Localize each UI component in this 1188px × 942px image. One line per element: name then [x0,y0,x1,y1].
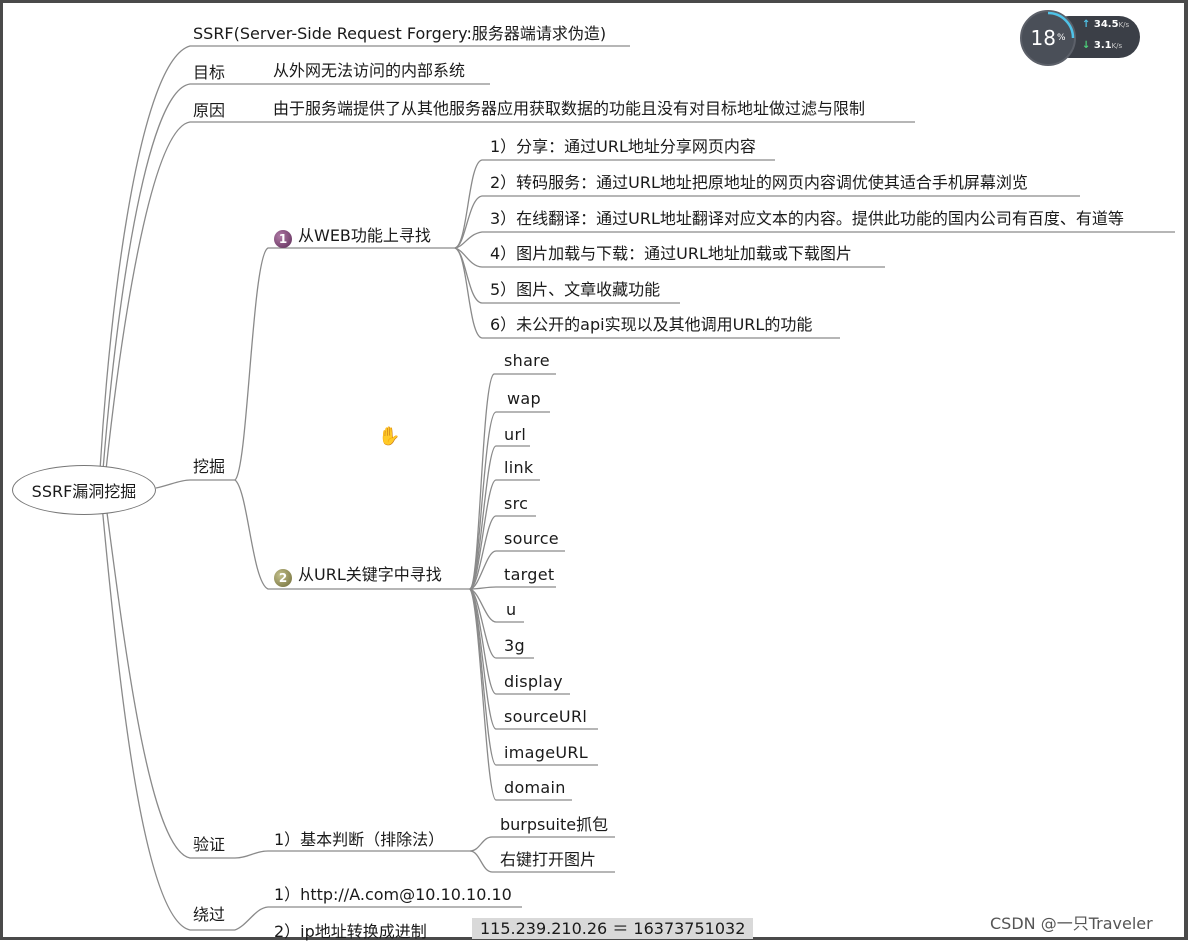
window-frame-top [0,0,1188,3]
goal-label[interactable]: 目标 [193,63,226,82]
cpu-usage-circle: 18% [1020,10,1076,66]
keyword-item[interactable]: 3g [504,636,525,655]
keyword-item[interactable]: share [504,351,550,370]
connector-cause [105,121,915,471]
cpu-ring-icon [1047,11,1075,39]
mining-label[interactable]: 挖掘 [193,457,226,476]
keyword-item[interactable]: u [506,600,517,619]
goal-text[interactable]: 从外网无法访问的内部系统 [273,61,466,80]
keyword-item[interactable]: sourceURl [504,707,588,726]
window-frame-right [1184,0,1188,940]
keyword-item[interactable]: link [504,458,534,477]
url-branch[interactable]: 2 从URL关键字中寻找 [274,565,442,587]
verify-method[interactable]: 1）基本判断（排除法） [274,830,445,849]
root-node[interactable]: SSRF漏洞挖掘 [12,465,156,515]
keyword-item[interactable]: url [504,425,527,444]
connector-url [234,479,470,590]
bypass-example-highlight: 115.239.210.26 ＝ 16373751032 [472,918,754,939]
web-item[interactable]: 2）转码服务：通过URL地址把原地址的网页内容调优使其适合手机屏幕浏览 [490,173,1028,192]
watermark: CSDN @一只Traveler [990,914,1153,933]
web-item[interactable]: 5）图片、文章收藏功能 [490,280,661,299]
connector-definition [99,45,630,471]
cause-label[interactable]: 原因 [193,101,226,120]
web-item[interactable]: 1）分享：通过URL地址分享网页内容 [490,137,756,156]
web-branch-label: 从WEB功能上寻找 [298,226,431,245]
url-branch-label: 从URL关键字中寻找 [298,565,442,584]
bypass-label[interactable]: 绕过 [193,905,226,924]
web-item[interactable]: 6）未公开的api实现以及其他调用URL的功能 [490,315,813,334]
keyword-item[interactable]: domain [504,778,566,797]
cpu-percent: 18 [1030,26,1056,50]
keyword-item[interactable]: wap [507,389,541,408]
connector-mining [155,479,235,489]
keyword-item[interactable]: imageURL [504,743,588,762]
verify-item[interactable]: burpsuite抓包 [500,815,609,834]
keyword-item[interactable]: source [504,529,559,548]
network-monitor-widget[interactable]: 18% ↑ 34.5K/s ↓ 3.1K/s [1020,10,1140,66]
download-speed: ↓ 3.1K/s [1082,40,1123,51]
keyword-item[interactable]: target [504,565,555,584]
hand-cursor-icon: ✋ [378,426,401,447]
definition-node[interactable]: SSRF(Server-Side Request Forgery:服务器端请求伪… [193,24,607,43]
upload-arrow-icon: ↑ [1082,19,1091,30]
cpu-percent-unit: % [1056,33,1066,43]
priority-2-icon: 2 [274,569,292,587]
web-branch[interactable]: 1 从WEB功能上寻找 [274,226,431,248]
verify-label[interactable]: 验证 [193,835,226,854]
web-item[interactable]: 4）图片加载与下载：通过URL地址加载或下载图片 [490,244,852,263]
bypass-example: 115.239.210.26 ＝ 16373751032 [472,918,754,939]
connector-bypass [101,504,235,931]
cause-text[interactable]: 由于服务端提供了从其他服务器应用获取数据的功能且没有对目标地址做过滤与限制 [273,99,866,118]
connector-verify [105,504,235,859]
window-frame-left [0,0,3,940]
web-item[interactable]: 3）在线翻译：通过URL地址翻译对应文本的内容。提供此功能的国内公司有百度、有道… [490,209,1124,228]
keyword-item[interactable]: display [504,672,563,691]
connector-goal [102,83,490,471]
priority-1-icon: 1 [274,230,292,248]
download-arrow-icon: ↓ [1082,40,1091,51]
verify-item[interactable]: 右键打开图片 [500,850,597,869]
connector-web [234,247,455,481]
keyword-item[interactable]: src [504,494,529,513]
bypass-item[interactable]: 2）ip地址转换成进制 [274,922,427,941]
upload-speed: ↑ 34.5K/s [1082,19,1130,30]
bypass-item[interactable]: 1）http://A.com@10.10.10.10 [274,885,512,904]
